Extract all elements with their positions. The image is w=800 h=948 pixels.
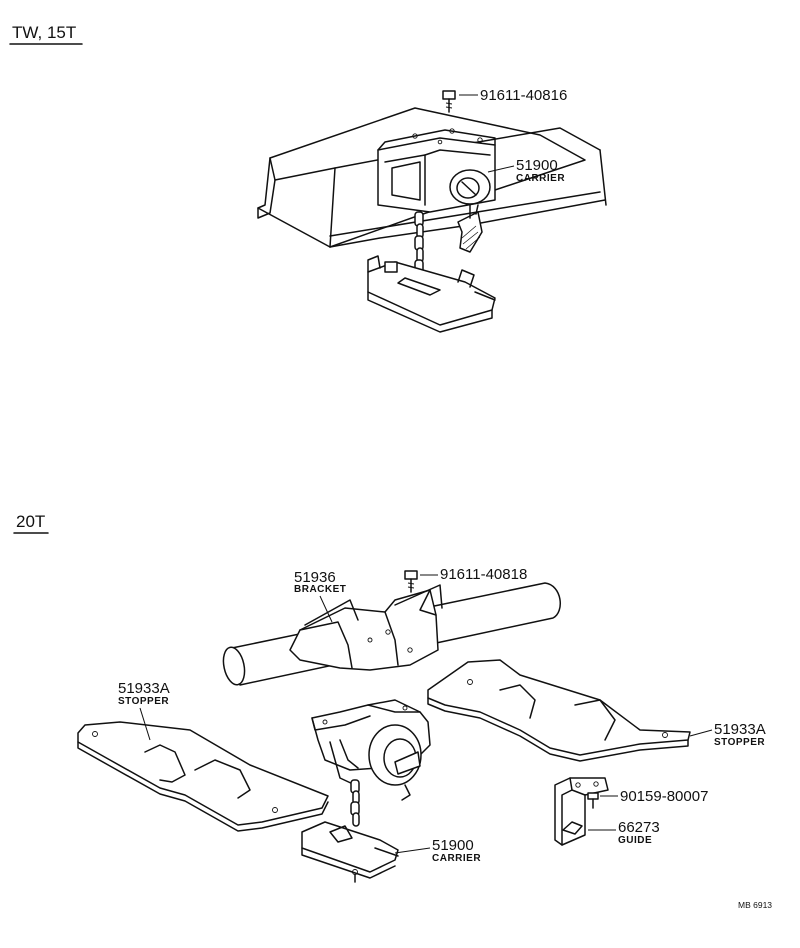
reference-code: MB 6913	[738, 900, 772, 910]
guide-drawing	[554, 777, 609, 846]
label-top-bolt: 91611-40816	[459, 87, 567, 104]
top-carrier-name: CARRIER	[516, 173, 565, 184]
screw-drawing	[587, 792, 599, 809]
section-top-heading: TW, 15T	[9, 23, 83, 45]
screw-number: 90159-80007	[620, 788, 708, 805]
label-screw: 90159-80007	[600, 788, 708, 805]
top-carrier-drawing	[377, 128, 496, 287]
bracket-name: BRACKET	[294, 584, 346, 595]
top-hanger-drawing	[367, 255, 496, 333]
label-stopper-left: 51933A STOPPER	[118, 680, 170, 741]
section-bottom-title: 20T	[16, 512, 45, 531]
guide-name: GUIDE	[618, 835, 652, 846]
bottom-bolt-number: 91611-40818	[440, 566, 527, 583]
bottom-carrier-drawing	[301, 699, 431, 883]
bracket-drawing	[289, 584, 443, 671]
label-bracket: 51936 BRACKET	[294, 569, 346, 623]
bottom-chain	[350, 779, 360, 827]
guide-number: 66273	[618, 819, 660, 836]
label-top-carrier: 51900 CARRIER	[487, 157, 565, 184]
section-top-title: TW, 15T	[12, 23, 76, 42]
top-bolt-drawing	[442, 90, 456, 113]
section-bottom-heading: 20T	[13, 512, 49, 534]
stopper-left-name: STOPPER	[118, 696, 169, 707]
bottom-bolt-drawing	[404, 570, 418, 593]
label-bottom-bolt: 91611-40818	[420, 566, 527, 583]
stopper-right-number: 51933A	[714, 721, 766, 738]
label-bottom-carrier: 51900 CARRIER	[394, 837, 481, 864]
stopper-left-number: 51933A	[118, 680, 170, 697]
right-stopper-drawing	[427, 659, 691, 762]
top-carrier-number: 51900	[516, 157, 558, 174]
left-stopper-drawing	[77, 721, 329, 832]
bottom-carrier-name: CARRIER	[432, 853, 481, 864]
label-stopper-right: 51933A STOPPER	[689, 721, 766, 748]
label-guide: 66273 GUIDE	[588, 819, 660, 846]
top-bolt-number: 91611-40816	[480, 87, 567, 104]
bracket-number: 51936	[294, 569, 336, 586]
stopper-right-name: STOPPER	[714, 737, 765, 748]
bottom-carrier-number: 51900	[432, 837, 474, 854]
